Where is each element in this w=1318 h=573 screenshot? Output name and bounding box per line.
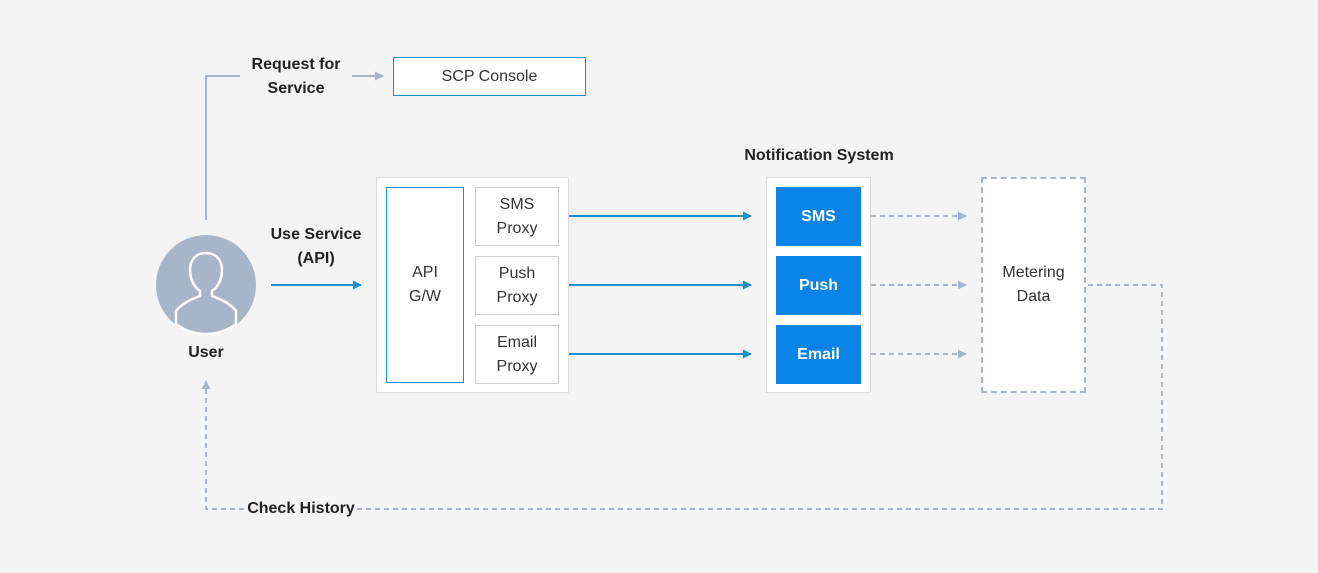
check-history-label: Check History bbox=[247, 500, 355, 517]
metering-data-box[interactable]: Metering Data bbox=[981, 177, 1086, 393]
api-gw-box[interactable]: API G/W bbox=[386, 187, 464, 383]
user-label: User bbox=[188, 344, 224, 361]
request-for-service-label: Request for Service bbox=[251, 56, 341, 97]
scp-console-box[interactable]: SCP Console bbox=[393, 57, 586, 96]
check-history-connector-right bbox=[357, 284, 1163, 510]
notification-system-title: Notification System bbox=[744, 147, 894, 164]
request-connector bbox=[205, 75, 240, 220]
sms-service-box[interactable]: SMS bbox=[776, 187, 861, 246]
use-service-label: Use Service (API) bbox=[270, 226, 362, 267]
check-history-connector-left bbox=[201, 380, 244, 510]
push-proxy-box[interactable]: Push Proxy bbox=[475, 256, 559, 315]
email-proxy-box[interactable]: Email Proxy bbox=[475, 325, 559, 384]
sms-proxy-box[interactable]: SMS Proxy bbox=[475, 187, 559, 246]
email-service-box[interactable]: Email bbox=[776, 325, 861, 384]
user-avatar-icon bbox=[156, 235, 256, 336]
push-service-box[interactable]: Push bbox=[776, 256, 861, 315]
